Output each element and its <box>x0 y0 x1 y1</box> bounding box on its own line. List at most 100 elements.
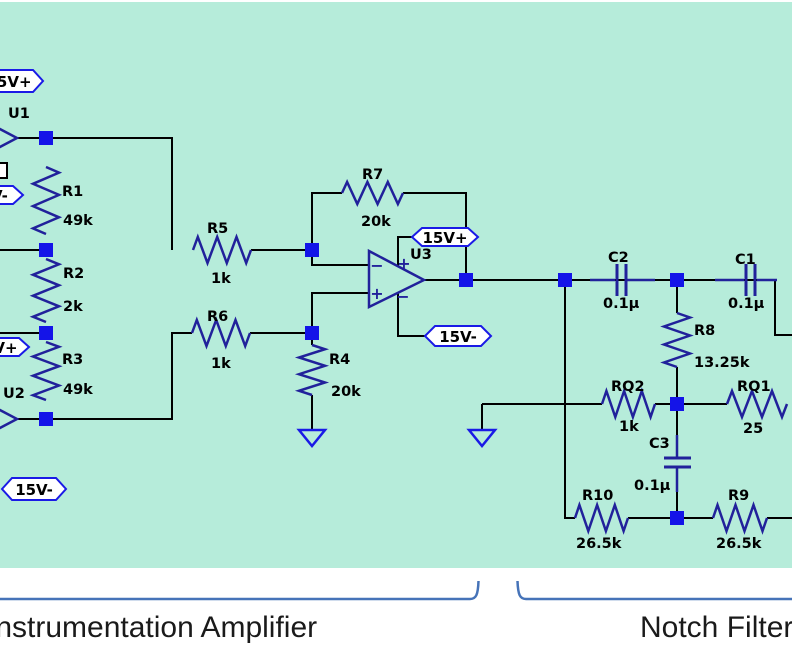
capacitor-C1-ref: C1 <box>735 252 756 268</box>
brace-right <box>516 580 792 601</box>
capacitor-C3-value: 0.1µ <box>634 478 671 494</box>
resistor-R1-symbol <box>29 165 63 236</box>
junction-dot <box>39 131 53 145</box>
resistor-R4-symbol <box>294 343 330 397</box>
resistor-R7[interactable]: R7 20k <box>340 167 405 230</box>
capacitor-C3[interactable]: C3 0.1µ <box>634 435 691 494</box>
resistor-R2-symbol <box>29 257 63 324</box>
junction-dot <box>305 243 319 257</box>
resistor-R4-value: 20k <box>331 384 361 400</box>
resistor-R5-value: 1k <box>211 271 231 287</box>
resistor-R8-symbol <box>660 311 694 369</box>
power-flag-15v-minus-bottom-left[interactable]: 15V- <box>0 477 68 501</box>
resistor-R5[interactable]: R5 1k <box>191 221 253 287</box>
schematic-background <box>0 2 792 568</box>
junction-dot <box>39 412 53 426</box>
power-flag-icon <box>410 227 480 247</box>
resistor-R8-value: 13.25k <box>694 355 750 371</box>
resistor-R2[interactable]: R2 2k <box>29 257 84 324</box>
caption-notch-filter: Notch Filter <box>640 611 792 644</box>
power-flag-label: 15V+ <box>0 73 32 91</box>
opamp-U2[interactable]: U2 <box>0 386 25 448</box>
capacitor-C1[interactable]: C1 0.1µ <box>715 252 777 312</box>
resistor-R10-symbol <box>573 501 630 535</box>
resistor-R1[interactable]: R1 49k <box>29 165 93 236</box>
resistor-R4-ref: R4 <box>329 352 350 368</box>
ground-icon <box>296 428 328 448</box>
resistor-R3-value: 49k <box>63 382 93 398</box>
power-flag-15v-minus-left[interactable]: 15V- <box>0 185 25 205</box>
resistor-R9-ref: R9 <box>728 488 749 504</box>
resistor-R9[interactable]: R9 26.5k <box>711 488 769 552</box>
power-flag-icon <box>0 185 25 205</box>
opamp-U1-ref: U1 <box>8 106 30 122</box>
resistor-R5-ref: R5 <box>207 221 228 237</box>
annotation-braces <box>0 580 792 601</box>
resistor-R10-value: 26.5k <box>576 536 622 552</box>
resistor-R7-value: 20k <box>361 214 391 230</box>
resistor-RQ2-ref: RQ2 <box>611 379 645 395</box>
resistor-R4[interactable]: R4 20k <box>294 343 361 400</box>
resistor-R6-symbol <box>190 316 252 350</box>
ground-icon <box>466 428 498 448</box>
resistor-R10-ref: R10 <box>582 488 613 504</box>
resistor-R7-ref: R7 <box>362 167 383 183</box>
opamp-U3-symbol <box>367 248 427 310</box>
brace-left <box>0 580 480 601</box>
junction-dot <box>39 326 53 340</box>
power-flag-15v-plus-left[interactable]: 15V+ <box>0 337 31 357</box>
opamp-U3-noninverting-input-sign: + <box>370 284 383 303</box>
junction-dot <box>670 273 684 287</box>
resistor-RQ2-symbol <box>600 387 657 421</box>
power-flag-label: 15V- <box>439 328 477 346</box>
resistor-R3-ref: R3 <box>62 352 83 368</box>
power-flag-15v-plus-top-left[interactable]: 15V+ <box>0 69 45 93</box>
opamp-U3-supply-minus-sign: − <box>396 287 409 306</box>
opamp-U1[interactable]: U1 <box>0 106 30 167</box>
resistor-R9-value: 26.5k <box>716 536 762 552</box>
resistor-RQ2[interactable]: RQ2 1k <box>600 379 657 435</box>
ground-symbol[interactable] <box>466 428 498 448</box>
resistor-RQ1[interactable]: RQ1 25 <box>725 379 789 437</box>
resistor-R9-symbol <box>711 501 769 535</box>
junction-dot <box>670 511 684 525</box>
capacitor-C2-value: 0.1µ <box>603 296 640 312</box>
opamp-U3-inverting-input-sign: − <box>370 256 383 275</box>
ground-symbol[interactable] <box>296 428 328 448</box>
resistor-R8[interactable]: R8 13.25k <box>660 311 750 371</box>
resistor-R3[interactable]: R3 49k <box>29 340 93 402</box>
resistor-R2-value: 2k <box>63 299 83 315</box>
capacitor-C2-ref: C2 <box>608 250 629 266</box>
power-flag-label: 15V- <box>15 481 53 499</box>
junction-dot <box>459 273 473 287</box>
resistor-R1-value: 49k <box>63 213 93 229</box>
power-flag-label: 15V+ <box>0 339 18 357</box>
junction-dot <box>670 397 684 411</box>
resistor-R1-ref: R1 <box>62 184 83 200</box>
capacitor-C1-value: 0.1µ <box>728 296 765 312</box>
power-flag-u3-positive[interactable]: 15V+ <box>410 227 480 247</box>
resistor-R7-symbol <box>340 179 405 207</box>
resistor-R3-symbol <box>29 340 63 402</box>
junction-dots <box>39 131 684 525</box>
power-flag-u3-negative[interactable]: 15V- <box>423 325 493 347</box>
wires <box>0 137 792 519</box>
capacitor-C3-ref: C3 <box>649 436 670 452</box>
opamp-U3[interactable]: − + + − U3 <box>367 247 432 310</box>
resistor-RQ1-ref: RQ1 <box>737 379 771 395</box>
resistor-RQ2-value: 1k <box>619 419 639 435</box>
opamp-U2-ref: U2 <box>3 386 25 402</box>
net-label-box[interactable] <box>0 162 8 179</box>
resistor-R5-symbol <box>191 233 253 267</box>
resistor-RQ1-symbol <box>725 387 789 421</box>
capacitor-C2[interactable]: C2 0.1µ <box>590 250 655 312</box>
resistor-R6-value: 1k <box>211 356 231 372</box>
opamp-U3-supply-plus-sign: + <box>397 254 410 273</box>
resistor-R10[interactable]: R10 26.5k <box>573 488 630 552</box>
power-flag-icon <box>423 325 493 347</box>
resistor-R6-ref: R6 <box>207 309 228 325</box>
junction-dot <box>305 326 319 340</box>
resistor-R6[interactable]: R6 1k <box>190 309 252 372</box>
power-flag-icon <box>0 477 68 501</box>
